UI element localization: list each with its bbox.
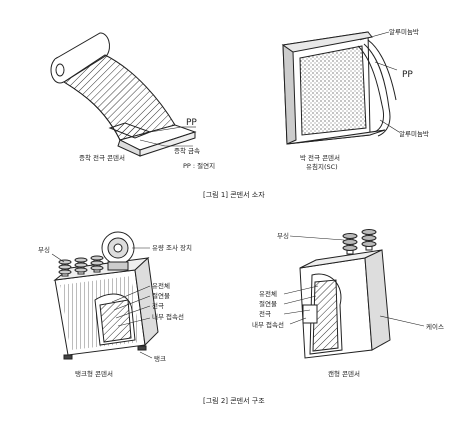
can-case-label: 케이스: [426, 322, 444, 331]
deposited-electrode-capacitor-drawing: [50, 32, 197, 157]
tank-label: 탱크: [154, 354, 166, 363]
tank-flow-device-label: 유량 조사 장치: [152, 243, 192, 252]
tank-electrode-label: 전극: [152, 301, 164, 310]
can-insulator-label: 절연물: [259, 300, 277, 308]
figure2-caption: [그림 2] 콘덴서 구조: [203, 396, 265, 405]
deposited-capacitor-title: 증착 전극 콘덴서: [79, 153, 125, 162]
foil-pp-label: PP: [402, 70, 413, 80]
tank-dielectric-label: 유전체: [152, 281, 170, 290]
can-capacitor-title: 캔형 콘덴서: [328, 369, 360, 378]
foil-electrode-leaders: [359, 31, 400, 133]
tank-capacitor-drawing: [53, 231, 159, 360]
can-capacitor-leaders: [283, 235, 425, 327]
can-bushing-label: 부싱: [277, 231, 289, 240]
foil-capacitor-subtitle: 유침지(SC): [306, 162, 338, 171]
foil-electrode-capacitor-drawing: [281, 31, 397, 145]
deposited-metal-label: 증착 금속: [174, 147, 200, 155]
can-electrode-label: 전극: [259, 309, 271, 318]
tank-capacitor-leaders: [51, 247, 153, 359]
figure1-caption: [그림 1] 콘덴서 소자: [203, 190, 265, 199]
can-dielectric-label: 유전체: [259, 289, 277, 298]
foil-top-label: 알루미늄박: [389, 27, 419, 36]
deposited-pp-label: PP: [186, 118, 197, 128]
insulation-paper-label: PP : 절연지: [183, 161, 215, 170]
can-internal-conn-label: 내부 접속선: [252, 320, 284, 329]
can-capacitor-drawing: [299, 229, 391, 359]
tank-bushing-label: 부싱: [38, 245, 50, 254]
tank-capacitor-title: 탱크형 콘덴서: [75, 369, 113, 378]
deposited-electrode-leaders: [139, 126, 196, 147]
tank-insulator-label: 절연물: [152, 292, 170, 300]
foil-capacitor-title: 박 전극 콘덴서: [300, 153, 340, 162]
tank-internal-conn-label: 내부 접속선: [152, 312, 184, 321]
foil-bottom-label: 알루미늄박: [399, 129, 429, 138]
